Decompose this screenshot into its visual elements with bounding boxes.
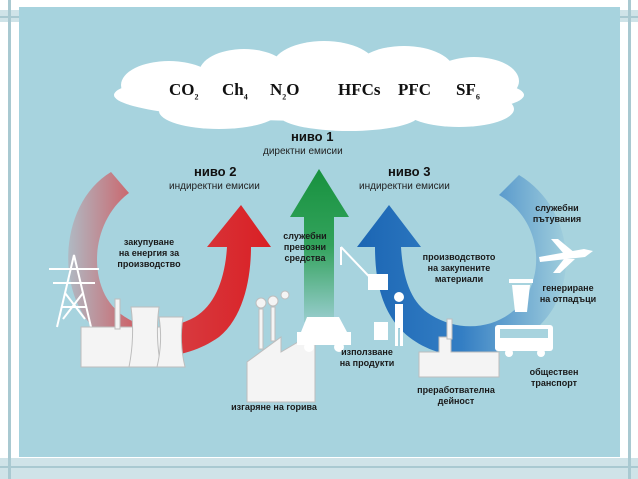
gas-sf6: SF6 <box>456 80 480 102</box>
label-public-transport: обществен транспорт <box>529 367 579 388</box>
frame-line-bottom <box>0 466 638 468</box>
label-product-use: използване на продукти <box>339 347 395 368</box>
diagram-panel: CO2 Ch4 N2O HFCs PFC SF6 ниво 1 директни… <box>19 7 620 457</box>
frame-line-right <box>628 0 631 479</box>
level1-title: ниво 1 <box>291 129 334 144</box>
car-icon <box>297 317 351 352</box>
label-waste: генериране на отпадъци <box>539 283 597 304</box>
waste-bin-icon <box>509 279 533 312</box>
gas-n2o: N2O <box>270 80 300 102</box>
frame-bottom-strip <box>0 458 638 479</box>
level2-subtitle: индиректни емисии <box>169 181 260 192</box>
crane-icon <box>340 246 388 290</box>
frame-line-left <box>8 0 11 479</box>
gas-hfcs: HFCs <box>338 80 381 99</box>
bus-icon <box>495 325 553 357</box>
label-business-travel: служебни пътувания <box>532 203 582 224</box>
label-purchased-energy: закупуване на енергия за производство <box>117 237 181 269</box>
level3-title: ниво 3 <box>388 164 431 179</box>
person-icon <box>374 292 404 346</box>
level3-arrow <box>357 175 567 357</box>
level3-subtitle: индиректни емисии <box>359 181 450 192</box>
diagram-scene <box>49 41 593 403</box>
power-pylon-icon <box>49 254 99 328</box>
power-plant-icon <box>80 298 186 368</box>
cloud-shape <box>114 41 524 131</box>
airplane-icon <box>539 239 593 273</box>
label-company-vehicles: служебни превозни средства <box>283 231 327 263</box>
level2-title: ниво 2 <box>194 164 237 179</box>
level2-arrow <box>68 172 271 357</box>
gas-pfc: PFC <box>398 80 432 99</box>
processing-plant-icon <box>418 318 500 378</box>
gas-ch4: Ch4 <box>222 80 248 102</box>
label-purchased-materials: производството на закупените материали <box>422 252 496 284</box>
label-processing: преработвателна дейност <box>417 385 495 406</box>
gas-co2: CO2 <box>169 80 199 102</box>
level1-arrow <box>290 169 349 322</box>
level1-subtitle: директни емисии <box>263 146 343 157</box>
label-fuel-combustion: изгаряне на горива <box>231 402 317 412</box>
